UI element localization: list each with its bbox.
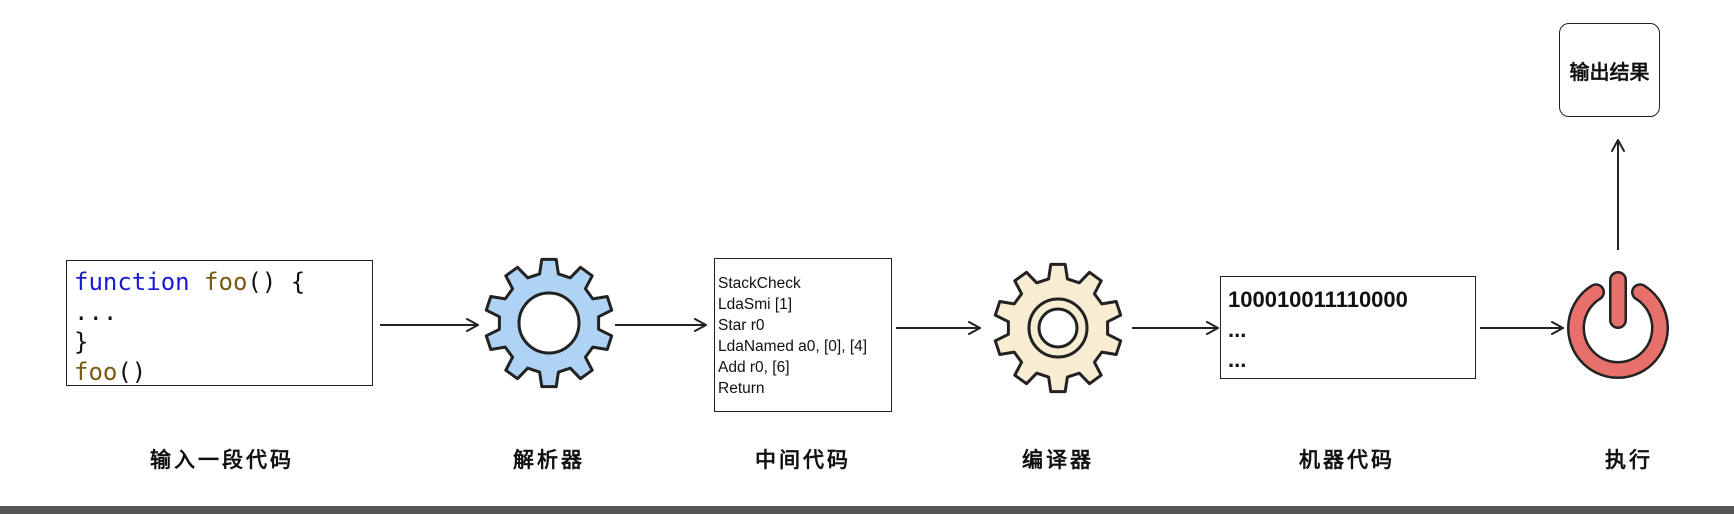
code-punct: () {	[247, 268, 306, 296]
parser-step-label: 解析器	[513, 448, 585, 472]
bottom-bar	[0, 506, 1734, 514]
input-code-box: function foo() { ... } foo()	[66, 260, 373, 386]
machine-code-line: 100010011110000	[1228, 287, 1408, 312]
machine-code-box: 100010011110000 ... ...	[1220, 276, 1476, 379]
code-punct: ()	[117, 358, 147, 386]
function-name-token: foo	[204, 268, 248, 296]
bytecode-step-label: 中间代码	[755, 448, 851, 472]
power-icon	[1567, 271, 1669, 379]
output-result-box: 输出结果	[1559, 23, 1660, 117]
bytecode-box: StackCheck LdaSmi [1] Star r0 LdaNamed a…	[714, 258, 892, 412]
bytecode-line: Add r0, [6]	[718, 359, 790, 376]
code-line-4: foo()	[74, 357, 372, 387]
input-step-label: 输入一段代码	[150, 448, 294, 472]
bytecode-line: LdaSmi [1]	[718, 296, 793, 313]
compiler-gear-icon	[993, 262, 1123, 394]
bytecode-line: StackCheck	[718, 275, 801, 292]
function-name-token: foo	[74, 358, 118, 386]
output-result-label: 输出结果	[1569, 59, 1650, 84]
code-line-1: function foo() {	[74, 267, 372, 297]
execute-step-label: 执行	[1605, 448, 1653, 472]
code-line-2: ...	[74, 298, 118, 326]
keyword-token: function	[74, 268, 190, 296]
compiler-step-label: 编译器	[1022, 448, 1094, 472]
bytecode-line: Star r0	[718, 317, 765, 334]
parser-gear-icon	[484, 257, 614, 389]
bytecode-line: LdaNamed a0, [0], [4]	[718, 338, 868, 355]
code-line-3: }	[74, 328, 89, 356]
machine-code-line: ...	[1228, 317, 1247, 342]
machine-code-line: ...	[1228, 347, 1247, 372]
bytecode-line: Return	[718, 380, 765, 397]
machine-code-step-label: 机器代码	[1299, 448, 1395, 472]
